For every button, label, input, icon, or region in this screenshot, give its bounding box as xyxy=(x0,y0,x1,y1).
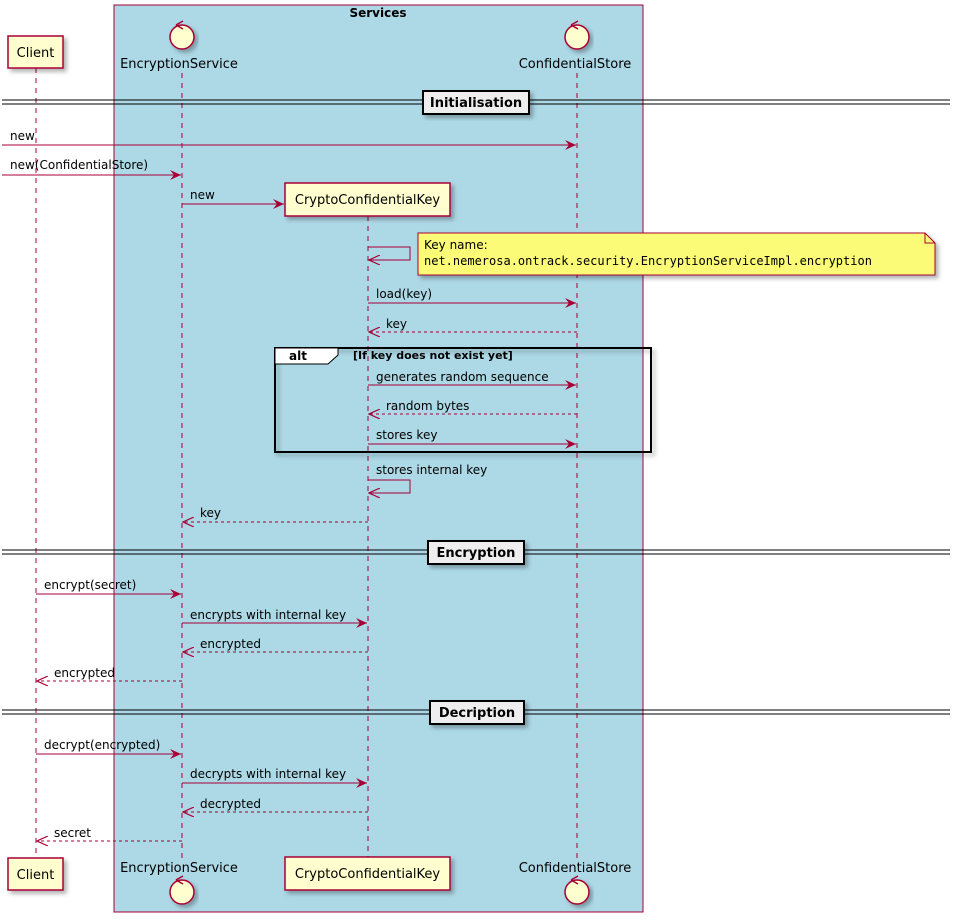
divider-initialisation-label: Initialisation xyxy=(430,96,522,111)
message-generates-random-sequence: generates random sequence xyxy=(368,370,576,390)
svg-text:Client: Client xyxy=(17,46,55,61)
participant-encryption-service-label-top: EncryptionService xyxy=(120,57,238,72)
message-secret-return: secret xyxy=(37,826,182,841)
message-random-bytes: random bytes xyxy=(369,399,577,414)
svg-text:decrypt(encrypted): decrypt(encrypted) xyxy=(44,738,160,752)
svg-text:decrypted: decrypted xyxy=(200,797,261,811)
divider-decription: Decription xyxy=(2,700,950,725)
message-encrypted-return-client: encrypted xyxy=(37,666,182,681)
message-encrypted-return-service: encrypted xyxy=(183,637,368,652)
participant-confidential-store-label-bottom: ConfidentialStore xyxy=(519,861,632,876)
svg-text:encrypted: encrypted xyxy=(54,666,115,680)
services-box: Services xyxy=(113,4,644,913)
alt-condition: [If key does not exist yet] xyxy=(353,349,513,362)
divider-decription-label: Decription xyxy=(439,706,515,721)
svg-text:encrypt(secret): encrypt(secret) xyxy=(44,578,136,592)
message-key-to-service: key xyxy=(183,506,368,522)
participant-crypto-key-bottom: CryptoConfidentialKey xyxy=(284,856,451,891)
message-key-return: key xyxy=(369,317,577,332)
message-stores-key: stores key xyxy=(368,428,576,449)
control-icon xyxy=(169,875,195,905)
svg-text:key: key xyxy=(386,317,407,331)
message-new-encryption-service: new(ConfidentialStore) xyxy=(2,158,181,180)
svg-text:random bytes: random bytes xyxy=(386,399,469,413)
participant-client-top: Client xyxy=(7,35,64,69)
alt-frame: alt [If key does not exist yet] xyxy=(274,347,652,453)
control-icon xyxy=(169,20,195,50)
message-load-key: load(key) xyxy=(368,287,576,308)
svg-text:encrypted: encrypted xyxy=(200,637,261,651)
participant-confidential-store-label-top: ConfidentialStore xyxy=(519,57,632,72)
svg-text:new: new xyxy=(10,129,35,143)
divider-initialisation: Initialisation xyxy=(2,90,950,115)
svg-text:load(key): load(key) xyxy=(376,287,432,301)
note-key-name: Key name: net.nemerosa.ontrack.security.… xyxy=(417,232,936,276)
message-new-store: new xyxy=(2,129,576,150)
participant-client-bottom: Client xyxy=(7,857,64,891)
svg-text:stores key: stores key xyxy=(376,428,437,442)
message-self-key-name xyxy=(368,246,411,260)
svg-text:CryptoConfidentialKey: CryptoConfidentialKey xyxy=(295,867,441,882)
svg-text:stores internal key: stores internal key xyxy=(376,463,487,477)
svg-text:decrypts with internal key: decrypts with internal key xyxy=(190,767,346,781)
message-decrypt-encrypted: decrypt(encrypted) xyxy=(36,738,181,759)
services-box-title: Services xyxy=(349,6,406,20)
note-line1: Key name: xyxy=(424,238,488,252)
svg-text:key: key xyxy=(200,506,221,520)
control-icon xyxy=(564,875,590,905)
alt-keyword: alt xyxy=(289,349,307,363)
svg-text:CryptoConfidentialKey: CryptoConfidentialKey xyxy=(295,193,441,208)
svg-text:new(ConfidentialStore): new(ConfidentialStore) xyxy=(10,158,148,172)
message-decrypts-with-internal-key: decrypts with internal key xyxy=(182,767,367,788)
participant-crypto-key-top: CryptoConfidentialKey xyxy=(284,182,451,217)
message-encrypts-with-internal-key: encrypts with internal key xyxy=(182,608,367,628)
message-new-crypto-key: new xyxy=(182,188,284,209)
svg-text:encrypts with internal key: encrypts with internal key xyxy=(190,608,346,622)
divider-encryption: Encryption xyxy=(2,540,950,565)
control-icon xyxy=(564,20,590,50)
message-encrypt-secret: encrypt(secret) xyxy=(36,578,181,599)
message-decrypted-return: decrypted xyxy=(183,797,368,812)
note-line2: net.nemerosa.ontrack.security.Encryption… xyxy=(424,254,872,268)
divider-encryption-label: Encryption xyxy=(437,546,516,561)
message-stores-internal-key: stores internal key xyxy=(368,463,487,493)
participant-encryption-service-label-bottom: EncryptionService xyxy=(120,861,238,876)
svg-text:generates random sequence: generates random sequence xyxy=(376,370,549,384)
svg-text:new: new xyxy=(190,188,215,202)
svg-text:Client: Client xyxy=(17,868,55,883)
svg-text:secret: secret xyxy=(54,826,91,840)
